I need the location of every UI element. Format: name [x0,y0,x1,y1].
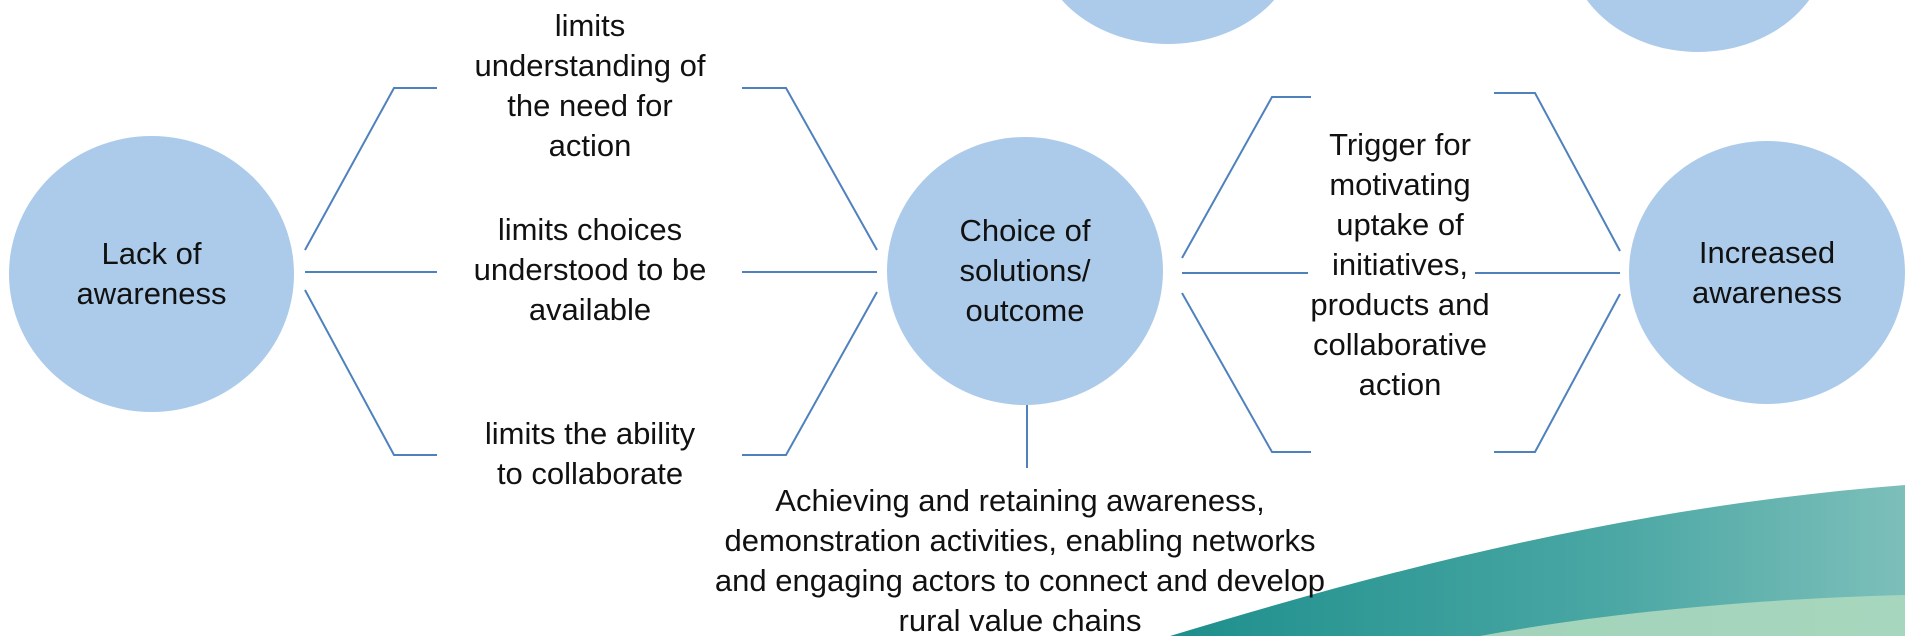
node-increased-awareness: Increased awareness [1629,141,1905,404]
node-choice-of-solutions: Choice of solutions/ outcome [887,137,1163,405]
connector-top-into-center [742,87,878,251]
connector-bottom-into-right [1494,293,1621,453]
connector-bottom-left [304,289,437,456]
label-trigger-for-motivating: Trigger for motivating uptake of initiat… [1310,127,1490,402]
connector-top-out-center [1181,96,1311,259]
label-limits-choices: limits choices understood to be availabl… [473,212,707,327]
label-limits-collaborate: limits the ability to collaborate [484,416,696,491]
connector-top-into-right [1494,92,1621,252]
connector-bottom-out-center [1181,292,1311,453]
node-lack-of-awareness-label: Lack of awareness [76,236,227,311]
connector-bottom-into-center [742,291,878,456]
node-lack-of-awareness: Lack of awareness [9,136,294,412]
connector-top-left [304,87,437,251]
label-limits-understanding: limits understanding of the need for act… [474,8,706,163]
node-increased-awareness-label: Increased awareness [1692,234,1842,310]
node-choice-of-solutions-label: Choice of solutions/ outcome [959,213,1091,328]
label-bottom-achieving-awareness: Achieving and retaining awareness, demon… [714,483,1326,638]
